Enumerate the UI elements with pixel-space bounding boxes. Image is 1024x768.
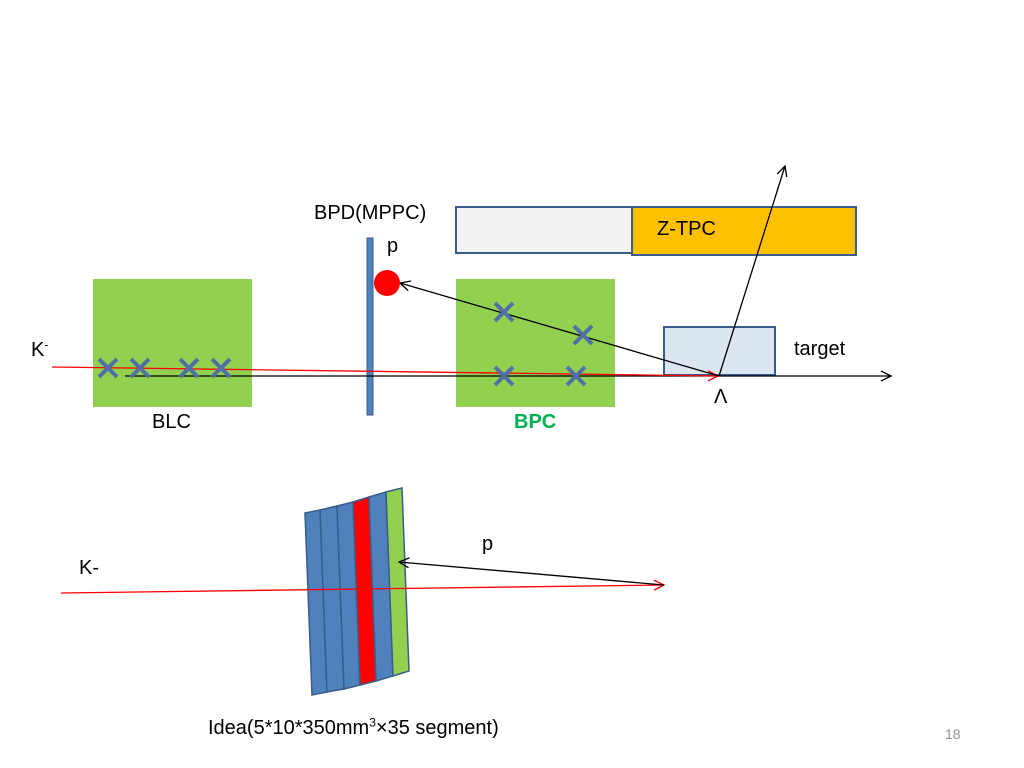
kminus-base: K xyxy=(31,339,45,361)
caption-prefix: Idea(5*10*350mm xyxy=(208,717,370,739)
blc-wire-marks xyxy=(97,357,232,379)
ztpc-box xyxy=(631,206,857,256)
proton-label-bottom: p xyxy=(482,533,494,555)
bpc-wire-mark xyxy=(493,365,515,387)
blc-label: BLC xyxy=(152,411,191,433)
blc-chamber xyxy=(93,279,252,407)
kminus-sup: - xyxy=(44,337,49,352)
bpc-wire-mark xyxy=(493,301,515,323)
blc-wire-mark xyxy=(129,357,151,379)
bpc-wire-mark xyxy=(565,365,587,387)
ztpc-label: Z-TPC xyxy=(657,218,716,240)
blc-wire-mark xyxy=(97,357,119,379)
caption-sup: 3 xyxy=(369,715,376,730)
proton-track-arrow xyxy=(400,283,720,377)
caption-suffix: ×35 segment) xyxy=(375,717,499,739)
kminus-beam-line xyxy=(51,366,718,376)
blc-wire-mark xyxy=(178,357,200,379)
detector-segment-green xyxy=(385,487,410,678)
target-box xyxy=(663,326,776,376)
tpc-grey-section xyxy=(455,206,633,254)
lambda-label: Λ xyxy=(714,386,728,408)
detector-caption: Idea(5*10*350mm3×35 segment) xyxy=(208,715,499,739)
proton-track-arrow-bottom xyxy=(399,562,665,586)
proton-hit-dot xyxy=(374,270,400,296)
bpc-label: BPC xyxy=(514,411,557,433)
kminus-label-bottom: K- xyxy=(79,557,99,579)
bpd-bar xyxy=(366,237,374,416)
bpd-label: BPD(MPPC) xyxy=(314,202,427,224)
bpc-wire-mark xyxy=(572,324,594,346)
pion-track-arrow xyxy=(718,166,785,377)
blc-wire-mark xyxy=(210,357,232,379)
slide-number: 18 xyxy=(945,726,961,742)
proton-label: p xyxy=(387,235,399,257)
kminus-beam-line-bottom xyxy=(60,585,664,594)
target-label: target xyxy=(794,338,846,360)
segmented-detector xyxy=(304,487,410,696)
kminus-label: K- xyxy=(31,337,49,361)
bpc-wire-marks xyxy=(493,301,594,387)
